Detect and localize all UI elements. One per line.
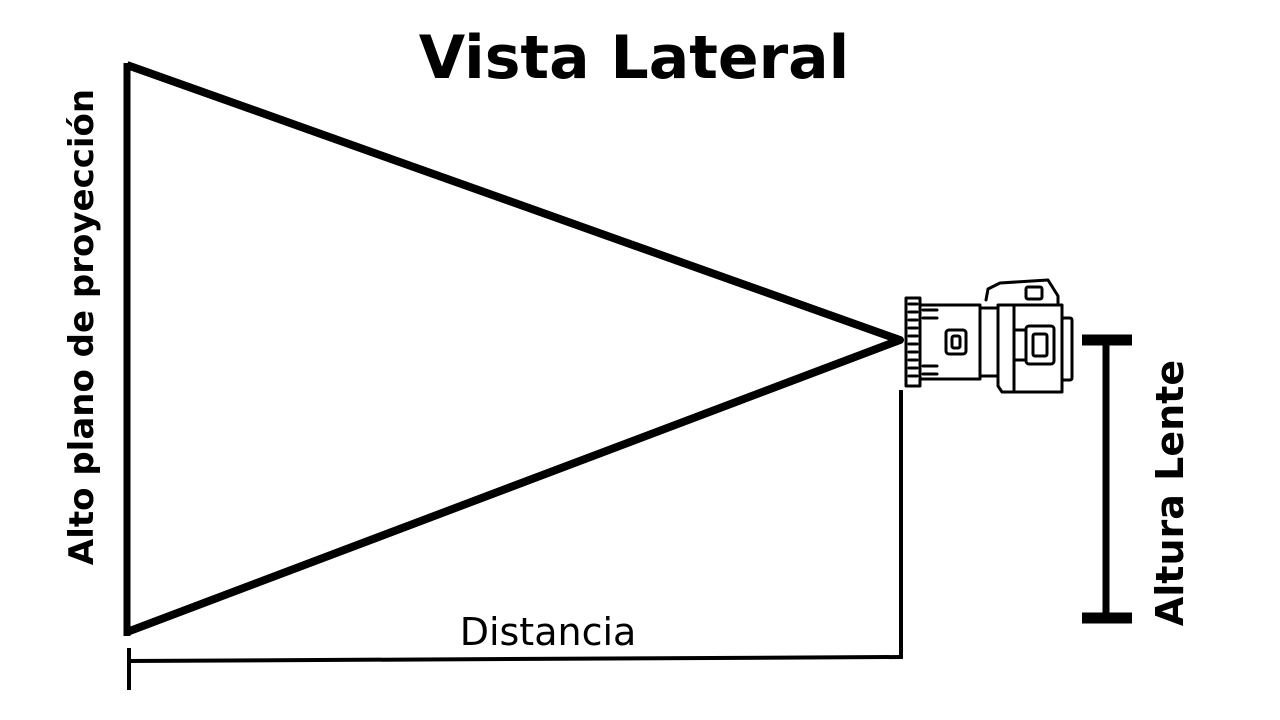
distance-dimension xyxy=(126,390,903,690)
lens-height-dimension xyxy=(1082,334,1132,624)
diagram-title: Vista Lateral xyxy=(419,23,849,93)
projection-height-label: Alto plano de proyección xyxy=(62,89,102,565)
lens-height-label: Altura Lente xyxy=(1148,360,1192,626)
camera-icon xyxy=(904,278,1074,394)
projection-cone xyxy=(123,61,904,636)
distance-label: Distancia xyxy=(460,610,637,654)
